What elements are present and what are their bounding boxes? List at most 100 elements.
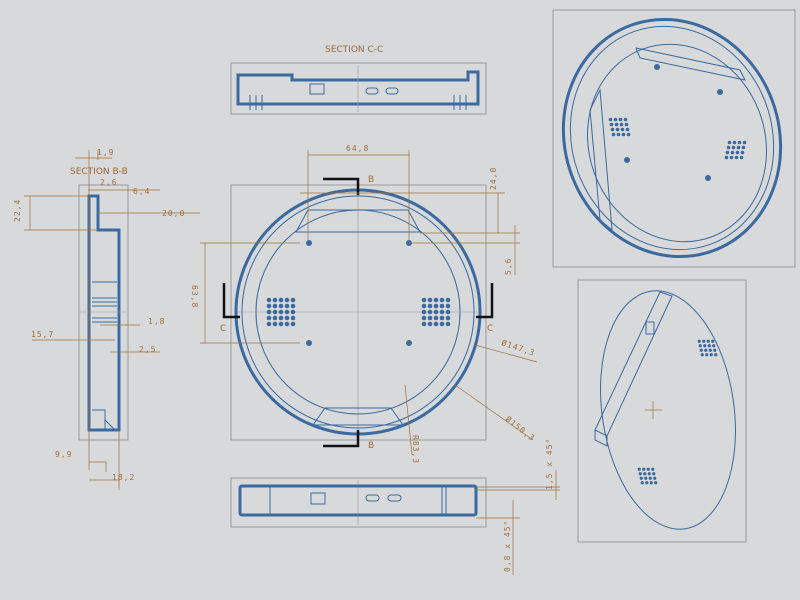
cut-label-b-bottom: B (368, 441, 374, 451)
vent-hole (439, 315, 445, 321)
vent-hole (615, 127, 620, 132)
vent-hole (708, 348, 712, 352)
vent-grid-right (421, 297, 451, 327)
vent-hole (266, 303, 272, 309)
vent-hole (645, 481, 649, 485)
vent-hole (439, 297, 445, 303)
vent-hole (427, 309, 433, 315)
vent-hole (726, 145, 731, 150)
vent-hole (272, 303, 278, 309)
dim-dia-147: Ø147,3 (500, 337, 536, 357)
vent-hole (421, 315, 427, 321)
vent-hole (445, 297, 451, 303)
vent-hole (713, 348, 717, 352)
vent-hole (730, 150, 735, 155)
dim-15-7: 15,7 (31, 330, 54, 339)
vent-hole (616, 132, 621, 137)
vent-hole (445, 309, 451, 315)
vent-hole (610, 127, 615, 132)
vent-hole (705, 353, 709, 357)
vent-hole (703, 344, 707, 348)
vent-hole (702, 339, 706, 343)
vent-hole (643, 472, 647, 476)
vent-hole (427, 315, 433, 321)
vent-hole (439, 321, 445, 327)
vent-hole (433, 303, 439, 309)
dim-chamfer-1-5: 1,5 x 45° (545, 438, 554, 490)
dim-18-2: 18,2 (112, 473, 135, 482)
vent-hole (445, 315, 451, 321)
section-b-b-view: SECTION B-B 1,9 2,6 6,4 22,4 20,0 1,8 15… (13, 148, 200, 490)
vent-hole (266, 321, 272, 327)
dim-64-8: 64,8 (346, 144, 369, 153)
dim-1-8: 1,8 (148, 317, 165, 326)
vent-hole (739, 155, 744, 160)
vent-hole (284, 297, 290, 303)
vent-hole (608, 117, 613, 122)
cut-marker-c-left (222, 283, 240, 319)
vent-hole (618, 117, 623, 122)
vent-hole (284, 321, 290, 327)
front-view: B B C C 64,8 24,0 5,6 63,8 Ø147,3 Ø150,3… (190, 144, 537, 464)
vent-hole (433, 309, 439, 315)
vent-hole (737, 140, 742, 145)
cut-label-c-right: C (487, 324, 493, 334)
vent-hole (714, 353, 718, 357)
vent-hole (731, 145, 736, 150)
vent-hole (620, 127, 625, 132)
vent-hole (445, 303, 451, 309)
section-c-c-title: SECTION C-C (325, 45, 383, 55)
cut-marker-b-bottom (323, 430, 360, 448)
vent-hole (644, 476, 648, 480)
vent-hole (272, 315, 278, 321)
dim-1-9: 1,9 (97, 148, 114, 157)
vent-grid-left (266, 297, 296, 327)
vent-hole (290, 315, 296, 321)
isometric-view-back (552, 9, 796, 268)
vent-hole (433, 315, 439, 321)
vent-hole (727, 140, 732, 145)
vent-hole (647, 472, 651, 476)
dim-5-6: 5,6 (504, 258, 513, 275)
vent-hole (427, 321, 433, 327)
vent-hole (278, 315, 284, 321)
vent-hole (433, 321, 439, 327)
dim-20-0: 20,0 (162, 209, 185, 218)
vent-hole (421, 309, 427, 315)
vent-hole (654, 481, 658, 485)
vent-hole (272, 309, 278, 315)
vent-hole (646, 467, 650, 471)
vent-hole (290, 303, 296, 309)
cut-label-c-left: C (220, 324, 226, 334)
dim-dia-150: Ø150,3 (504, 414, 538, 443)
dim-22-4: 22,4 (13, 199, 22, 222)
vent-hole (278, 297, 284, 303)
vent-hole (272, 297, 278, 303)
vent-hole (278, 309, 284, 315)
vent-hole (638, 472, 642, 476)
vent-hole (266, 297, 272, 303)
vent-hole (433, 297, 439, 303)
vent-hole (711, 339, 715, 343)
vent-hole (278, 303, 284, 309)
vent-hole (729, 155, 734, 160)
vent-hole (712, 344, 716, 348)
vent-hole (439, 303, 445, 309)
vent-hole (642, 467, 646, 471)
vent-hole (621, 132, 626, 137)
dim-6-4: 6,4 (133, 187, 150, 196)
vent-hole (421, 303, 427, 309)
vent-hole (290, 321, 296, 327)
vent-hole (734, 155, 739, 160)
vent-hole (735, 150, 740, 155)
vent-hole (613, 117, 618, 122)
dim-r83: R83,3 (411, 435, 420, 464)
section-b-b-title: SECTION B-B (70, 167, 128, 177)
vent-hole (284, 315, 290, 321)
cut-marker-b-top (323, 177, 360, 195)
vent-hole (652, 472, 656, 476)
vent-hole (624, 122, 629, 127)
vent-hole (284, 303, 290, 309)
vent-hole (619, 122, 624, 127)
